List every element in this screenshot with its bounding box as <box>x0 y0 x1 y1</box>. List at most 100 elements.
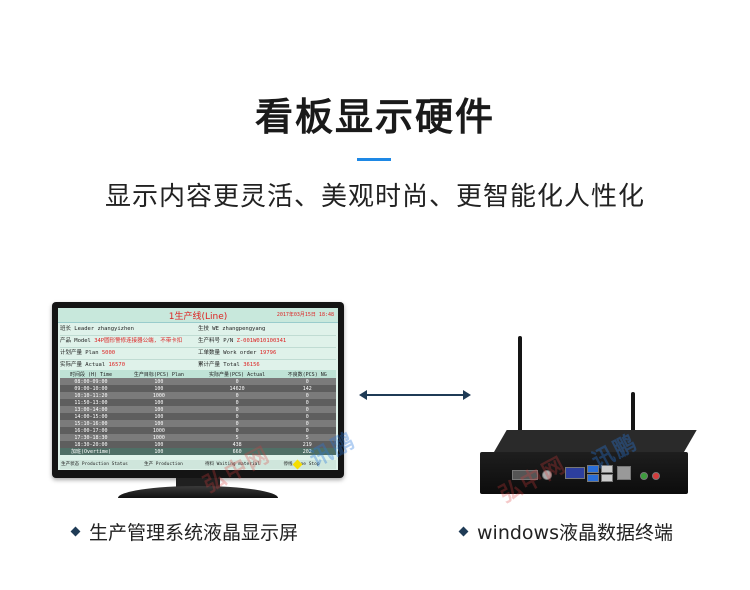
info-row: 计划产量 Plan 5000 工单数量 Work order 19796 <box>60 348 336 360</box>
table-cell: 5 <box>195 434 279 441</box>
table-cell: 0 <box>278 406 336 413</box>
info-value: 34P圆形警修连接器公端, 不带卡扣 <box>94 338 183 344</box>
info-cell: 实际产量 Actual 16570 <box>60 360 198 371</box>
table-cell: 14620 <box>195 385 279 392</box>
info-label: 班长 Leader <box>60 326 95 332</box>
table-cell: 100 <box>121 413 196 420</box>
status-item: 待料 Waiting material <box>204 462 261 467</box>
table-cell: 100 <box>121 378 196 385</box>
table-cell: 100 <box>121 420 196 427</box>
table-cell: 10:10-11:20 <box>60 392 122 399</box>
table-cell: 加班(Overtime) <box>60 448 122 455</box>
status-item: 生产状态 Production Status <box>61 462 128 467</box>
usb-port-icon <box>601 474 613 482</box>
table-cell: 0 <box>195 413 279 420</box>
table-cell: 0 <box>278 427 336 434</box>
table-cell: 16:00-17:00 <box>60 427 122 434</box>
info-value: 5000 <box>101 350 116 356</box>
table-cell: 0 <box>195 406 279 413</box>
table-cell: 5 <box>278 434 336 441</box>
lan-port-icon <box>617 466 631 480</box>
caption-monitor-text: 生产管理系统液晶显示屏 <box>89 522 299 544</box>
table-cell: 0 <box>278 399 336 406</box>
caption-monitor: 生产管理系统液晶显示屏 <box>70 518 299 545</box>
info-cell: 产品 Model 34P圆形警修连接器公端, 不带卡扣 <box>60 336 198 347</box>
table-cell: 438 <box>195 441 279 448</box>
info-row: 产品 Model 34P圆形警修连接器公端, 不带卡扣生产料号 P/N Z-00… <box>60 336 336 348</box>
info-value: 36156 <box>243 362 260 368</box>
table-header-cell: 时间段 (H) Time <box>60 370 122 378</box>
info-cell: 累计产量 Total 36156 <box>198 360 336 371</box>
table-cell: 1000 <box>121 427 196 434</box>
table-cell: 1000 <box>121 434 196 441</box>
table-cell: 0 <box>195 378 279 385</box>
table-cell: 0 <box>195 399 279 406</box>
usb-port-icon <box>601 465 613 473</box>
table-cell: 660 <box>195 448 279 455</box>
double-arrow-icon <box>359 390 471 400</box>
diamond-bullet-icon <box>458 526 469 537</box>
table-cell: 11:50-13:00 <box>60 399 122 406</box>
monitor-neck <box>176 478 220 488</box>
table-cell: 09:00-10:00 <box>60 385 122 392</box>
caption-terminal-text: windows液晶数据终端 <box>477 522 673 544</box>
info-cell: 生产料号 P/N Z-001W010100341 <box>198 336 336 347</box>
table-cell: 0 <box>278 378 336 385</box>
table-cell: 14:00-15:00 <box>60 413 122 420</box>
info-value: 16570 <box>108 362 126 368</box>
info-cell: 生技 WE zhangpengyang <box>198 324 336 335</box>
table-cell: 100 <box>121 385 196 392</box>
table-cell: 0 <box>278 413 336 420</box>
info-value: Z-001W010100341 <box>236 338 287 344</box>
info-cell: 班长 Leader zhangyizhen <box>60 324 198 335</box>
info-label: 产品 Model <box>60 338 91 344</box>
usb-port-icon <box>587 465 599 473</box>
table-cell: 100 <box>121 399 196 406</box>
caption-terminal: windows液晶数据终端 <box>458 518 673 545</box>
info-value: 19796 <box>259 350 277 356</box>
table-cell: 100 <box>121 406 196 413</box>
usb-port-icon <box>587 474 599 482</box>
screen-header: 1生产线(Line) 2017年03月15日 18:48 <box>58 308 338 323</box>
table-cell: 202 <box>278 448 336 455</box>
table-cell: 219 <box>278 441 336 448</box>
info-label: 生技 WE <box>198 326 219 332</box>
audio-port-icon <box>640 472 648 480</box>
arrow-right-head <box>463 390 471 400</box>
info-label: 计划产量 Plan <box>60 350 99 356</box>
table-cell: 0 <box>195 420 279 427</box>
audio-port-icon <box>652 472 660 480</box>
table-cell: 18:30-20:00 <box>60 441 122 448</box>
monitor-screen: 1生产线(Line) 2017年03月15日 18:48 班长 Leader z… <box>58 308 338 470</box>
table-cell: 0 <box>195 392 279 399</box>
diamond-bullet-icon <box>70 526 81 537</box>
info-label: 实际产量 Actual <box>60 362 106 368</box>
table-header-cell: 实际产量(PCS) Actual <box>195 370 279 378</box>
info-label: 工单数量 Work order <box>198 350 257 356</box>
info-value: zhangpengyang <box>222 326 266 332</box>
page-title: 看板显示硬件 <box>254 95 495 139</box>
antenna-icon <box>518 336 522 454</box>
status-item: 生产 Production <box>144 462 183 467</box>
screen-line-title: 1生产线(Line) <box>168 312 228 322</box>
table-cell: 0 <box>195 427 279 434</box>
monitor-stand <box>118 486 278 498</box>
info-value: zhangyizhen <box>97 326 134 332</box>
box-pc-front-panel <box>480 452 688 494</box>
table-cell: 100 <box>121 441 196 448</box>
table-cell: 100 <box>121 448 196 455</box>
vga-port-icon <box>565 467 585 479</box>
info-label: 生产料号 P/N <box>198 338 234 344</box>
antenna-icon <box>631 392 635 454</box>
page-subtitle: 显示内容更灵活、美观时尚、更智能化人性化 <box>104 182 645 212</box>
